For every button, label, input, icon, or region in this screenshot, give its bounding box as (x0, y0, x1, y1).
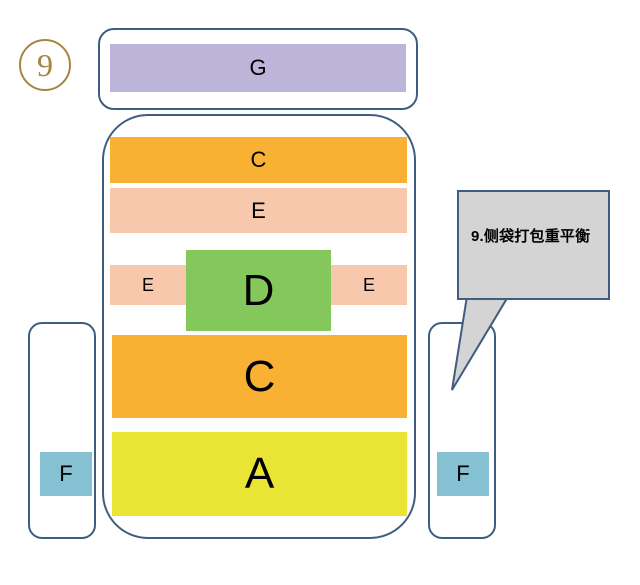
compartment-label: C (243, 351, 276, 401)
compartment-label: E (251, 197, 266, 223)
compartment-lid-top: G (110, 44, 406, 92)
compartment-label: E (141, 275, 154, 295)
compartment-bottom-main: A (112, 432, 407, 516)
compartment-right-pocket: F (437, 452, 489, 496)
compartment-label: F (59, 461, 73, 486)
compartment-center-D: D (186, 250, 331, 331)
compartment-upper-main: C (110, 137, 407, 183)
callout-label: 9.侧袋打包重平衡 (457, 190, 610, 300)
compartment-label: D (242, 265, 275, 315)
compartment-mid-right-E: E (331, 265, 407, 305)
callout-text: 9.侧袋打包重平衡 (471, 228, 591, 245)
side-pocket-right (428, 322, 496, 539)
step-number-badge: 9 (19, 39, 71, 91)
compartment-mid-upper: E (110, 188, 407, 233)
compartment-mid-left-E: E (110, 265, 186, 305)
compartment-label: C (250, 147, 267, 172)
step-number-text: 9 (37, 47, 53, 83)
compartment-label: F (456, 461, 470, 486)
compartment-left-pocket: F (40, 452, 92, 496)
compartment-label: A (244, 449, 275, 498)
compartment-label: E (362, 275, 375, 295)
compartment-label: G (249, 55, 267, 80)
compartment-lower-main: C (112, 335, 407, 418)
side-pocket-left (28, 322, 96, 539)
